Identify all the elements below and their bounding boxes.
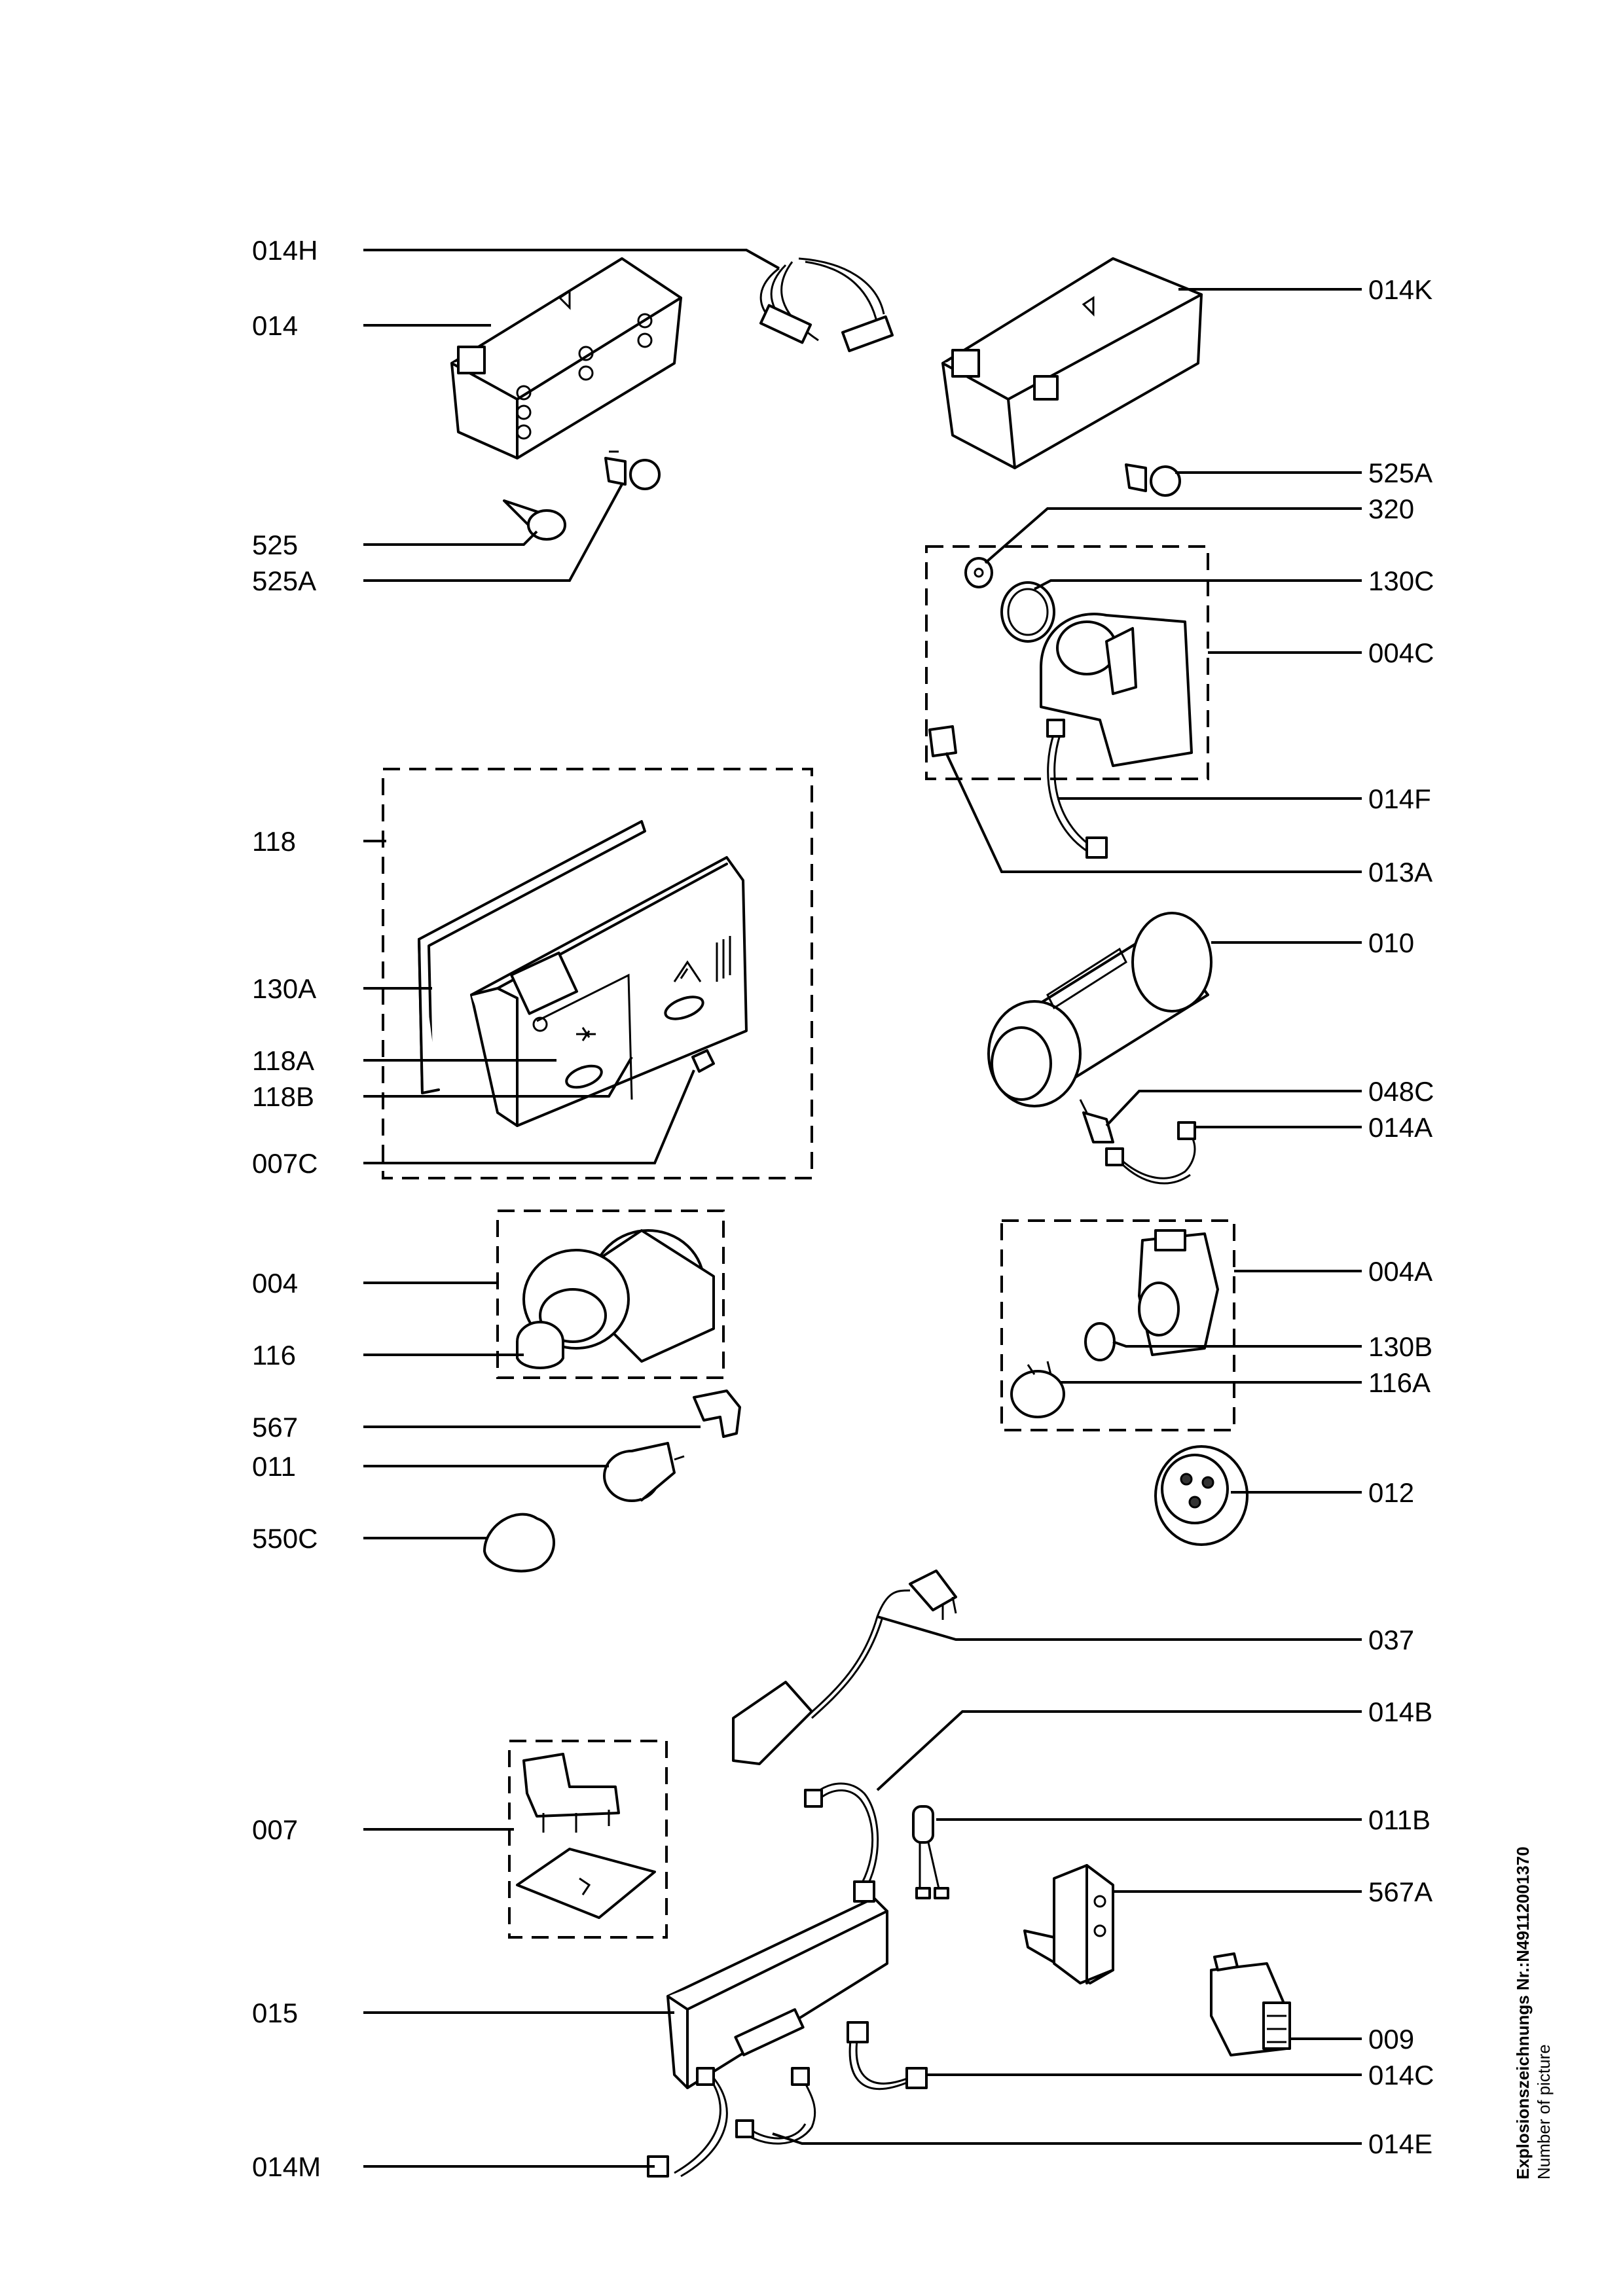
- label-004: 004: [252, 1268, 298, 1299]
- part-012-pressure-switch: [1154, 1445, 1249, 1546]
- part-130C-seal-ring: [1000, 581, 1055, 643]
- label-320: 320: [1368, 493, 1414, 524]
- part-010-heater: [987, 912, 1213, 1107]
- part-004A-drain-pump: [1138, 1229, 1219, 1356]
- label-118A: 118A: [252, 1045, 314, 1076]
- label-014E: 014E: [1368, 2128, 1432, 2159]
- label-014F: 014F: [1368, 783, 1431, 814]
- label-567: 567: [252, 1412, 298, 1443]
- part-014F-harness: [1046, 719, 1108, 859]
- label-014C: 014C: [1368, 2060, 1434, 2090]
- part-116A-impeller: [1010, 1361, 1065, 1418]
- right-labels: 014K 525A 320 130C 004C 014F 013A 010 04…: [1368, 274, 1434, 2159]
- part-525A-knob-right: [1125, 463, 1181, 497]
- part-014C-harness: [847, 2021, 928, 2090]
- part-550C-cap: [483, 1513, 555, 1573]
- part-116-impeller: [516, 1321, 564, 1369]
- part-014-control-module: [450, 257, 682, 459]
- label-567A: 567A: [1368, 1876, 1432, 1907]
- label-130A: 130A: [252, 973, 316, 1004]
- label-013A: 013A: [1368, 857, 1432, 888]
- part-011B-capacitor: [912, 1805, 949, 1899]
- picture-number-caption: Number of picture: [1534, 2044, 1554, 2179]
- label-014H: 014H: [252, 235, 318, 266]
- part-037-power-cord: [732, 1570, 957, 1765]
- label-116: 116: [252, 1340, 296, 1371]
- label-130C: 130C: [1368, 565, 1434, 596]
- label-010: 010: [1368, 927, 1414, 958]
- group-box-007: [508, 1740, 668, 1939]
- part-004-circulation-pump: [522, 1229, 715, 1363]
- label-014: 014: [252, 310, 298, 341]
- part-567-bracket: [693, 1390, 741, 1438]
- leader-lines: [363, 249, 1362, 2168]
- part-007-door-lock: [516, 1753, 656, 1919]
- label-525: 525: [252, 529, 298, 560]
- label-011: 011: [252, 1451, 296, 1482]
- label-012: 012: [1368, 1477, 1414, 1508]
- part-014M-harness: [647, 2067, 728, 2178]
- part-567A-bracket: [1023, 1864, 1114, 1984]
- label-014B: 014B: [1368, 1696, 1432, 1727]
- label-118B: 118B: [252, 1081, 314, 1112]
- part-015-control-board: [666, 1897, 888, 2089]
- group-box-004A: [1000, 1219, 1235, 1431]
- label-015: 015: [252, 1998, 298, 2028]
- part-007C-clip: [691, 1049, 715, 1073]
- label-525A-left: 525A: [252, 565, 316, 596]
- part-320-disc: [964, 557, 993, 588]
- part-013A-connector: [928, 725, 957, 757]
- part-009-component: [1210, 1952, 1291, 2056]
- group-box-004C: [925, 545, 1209, 780]
- label-550C: 550C: [252, 1523, 318, 1554]
- part-014K-control-module: [941, 257, 1203, 469]
- part-014B-harness: [804, 1782, 879, 1903]
- group-box-004: [496, 1210, 725, 1379]
- label-014A: 014A: [1368, 1112, 1432, 1143]
- picture-number-block: Explosionszeichnungs Nr.:N49112001370 Nu…: [1513, 1846, 1554, 2179]
- label-116A: 116A: [1368, 1367, 1431, 1398]
- label-037: 037: [1368, 1624, 1414, 1655]
- label-014K: 014K: [1368, 274, 1432, 305]
- part-048C-sensor: [1079, 1099, 1114, 1143]
- part-118-dispenser: [418, 820, 748, 1127]
- picture-number: Explosionszeichnungs Nr.:N49112001370: [1513, 1846, 1533, 2179]
- left-labels: 014H 014 525 525A 118 130A 118A 118B 007…: [252, 235, 321, 2182]
- label-014M: 014M: [252, 2151, 321, 2182]
- label-007: 007: [252, 1814, 298, 1845]
- part-014E-harness: [735, 2067, 816, 2145]
- part-130B-seal-ring: [1084, 1322, 1116, 1361]
- part-011-component: [603, 1442, 685, 1502]
- part-525A-knob-left: [604, 450, 661, 490]
- label-004C: 004C: [1368, 637, 1434, 668]
- label-007C: 007C: [252, 1148, 318, 1179]
- label-525A-right: 525A: [1368, 457, 1432, 488]
- part-004C-housing: [1040, 613, 1193, 767]
- label-118: 118: [252, 826, 296, 857]
- label-130B: 130B: [1368, 1331, 1432, 1362]
- part-014H-harness: [759, 257, 894, 353]
- label-004A: 004A: [1368, 1256, 1432, 1287]
- label-011B: 011B: [1368, 1804, 1431, 1835]
- label-009: 009: [1368, 2024, 1414, 2054]
- part-014A-harness: [1105, 1121, 1196, 1185]
- group-box-118: [382, 768, 813, 1179]
- label-048C: 048C: [1368, 1076, 1434, 1107]
